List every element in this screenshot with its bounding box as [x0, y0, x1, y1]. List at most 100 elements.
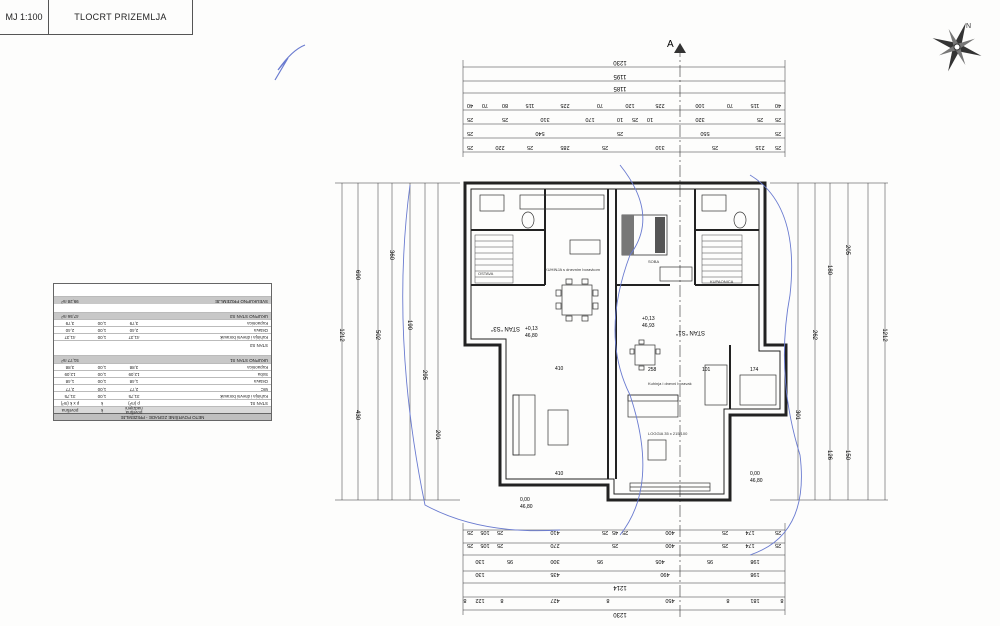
dim-label: 1230	[613, 59, 627, 65]
level-right-b: 46,93	[642, 323, 655, 329]
dim-row-top5: 25 25 310 170 10 25 10 320 25 25	[467, 116, 781, 122]
section-arrow-icon	[674, 43, 686, 53]
svg-text:95: 95	[597, 558, 603, 564]
svg-text:25: 25	[775, 116, 781, 122]
svg-text:25: 25	[527, 144, 533, 150]
svg-text:270: 270	[550, 542, 559, 548]
svg-text:1212: 1212	[881, 328, 887, 342]
dining-table-right	[629, 339, 661, 371]
svg-text:25: 25	[757, 116, 763, 122]
col-header: površina nadzijeni	[125, 405, 143, 416]
svg-text:427: 427	[550, 597, 559, 603]
ext-level-1b: 46,80	[520, 504, 533, 510]
svg-text:8: 8	[463, 597, 466, 603]
svg-text:120: 120	[625, 102, 634, 108]
handwritten-mark	[274, 44, 306, 81]
svg-text:430: 430	[354, 410, 360, 421]
svg-text:25: 25	[602, 144, 608, 150]
svg-text:25: 25	[622, 529, 628, 535]
dim-row-top6: 25 540 25 550 25	[467, 130, 781, 136]
col-unit: p (m²)	[128, 400, 140, 406]
svg-text:25: 25	[775, 529, 781, 535]
svg-text:174: 174	[745, 542, 754, 548]
svg-text:310: 310	[540, 116, 549, 122]
dim-row-bottom4: 130 435 490 198	[475, 571, 759, 577]
svg-text:130: 130	[475, 558, 484, 564]
svg-text:410: 410	[555, 471, 564, 477]
svg-text:410: 410	[555, 366, 564, 372]
svg-text:310: 310	[655, 144, 664, 150]
svg-text:540: 540	[535, 130, 544, 136]
outer-walls	[463, 181, 788, 502]
area-table-header: NETO POVRŠINE ZGRADE - PRIZEMLJE	[54, 413, 271, 420]
svg-text:KUHINJA s dnevnim boravkom: KUHINJA s dnevnim boravkom	[545, 267, 601, 272]
svg-text:105: 105	[480, 529, 489, 535]
svg-text:126: 126	[826, 450, 832, 461]
dim-row-bottom3: 130 95 300 95 405 95 198	[475, 558, 759, 564]
top-dimensions	[462, 60, 786, 157]
svg-text:10: 10	[617, 116, 623, 122]
col-header: k	[100, 408, 104, 414]
dim-col-right: 1212 205 180 262 301 126 150	[794, 245, 887, 461]
svg-text:174: 174	[750, 367, 759, 373]
ext-level-2: 0,00	[750, 471, 760, 477]
svg-text:150: 150	[844, 450, 850, 461]
svg-text:OSTAVA: OSTAVA	[478, 271, 494, 276]
svg-text:301: 301	[794, 410, 800, 421]
svg-text:1212: 1212	[338, 328, 344, 342]
svg-text:95: 95	[507, 558, 513, 564]
bottom-dimensions	[462, 523, 786, 615]
svg-text:70: 70	[727, 102, 733, 108]
window-bottom	[629, 482, 711, 492]
svg-text:502: 502	[374, 330, 380, 341]
svg-text:320: 320	[695, 116, 704, 122]
title-block: MJ 1:100 TLOCRT PRIZEMLJA	[0, 0, 193, 35]
svg-text:40: 40	[775, 102, 781, 108]
area-table-colheaders: površina nadzijeni k površina	[54, 405, 271, 416]
col-header: površina	[61, 408, 79, 414]
svg-text:25: 25	[497, 542, 503, 548]
dim-row-bottom1: 25 105 25 410 25 45 25 400 25 174 25	[467, 529, 781, 535]
svg-text:25: 25	[467, 542, 473, 548]
ext-level-1: 0,00	[520, 497, 530, 503]
svg-text:10: 10	[647, 116, 653, 122]
svg-text:262: 262	[811, 330, 817, 341]
svg-text:435: 435	[550, 571, 559, 577]
svg-text:8: 8	[500, 597, 503, 603]
svg-text:25: 25	[467, 529, 473, 535]
dim-col-left: 1212 690 430 502 360 190 295 201	[338, 250, 440, 441]
svg-text:215: 215	[755, 144, 764, 150]
level-left-b: 46,80	[525, 333, 538, 339]
dim-row-top4: 40 70 80 115 225 70 120 225 100 70 115 4…	[467, 102, 781, 108]
svg-text:70: 70	[482, 102, 488, 108]
svg-text:70: 70	[597, 102, 603, 108]
svg-text:130: 130	[475, 571, 484, 577]
svg-text:201: 201	[434, 430, 440, 441]
dim-row-bottom-last: 8 122 8 427 8 450 8 181 8	[463, 597, 783, 603]
svg-text:25: 25	[502, 116, 508, 122]
dim-label: 1185	[613, 85, 627, 91]
svg-text:101: 101	[702, 367, 711, 373]
svg-text:25: 25	[775, 542, 781, 548]
svg-text:400: 400	[665, 542, 674, 548]
svg-text:174: 174	[745, 529, 754, 535]
svg-text:LOGGIA 35 x 215/100: LOGGIA 35 x 215/100	[648, 431, 688, 436]
svg-text:258: 258	[648, 367, 657, 373]
svg-text:105: 105	[480, 542, 489, 548]
svg-text:198: 198	[750, 571, 759, 577]
level-left: +0,13	[525, 326, 538, 332]
svg-text:25: 25	[712, 144, 718, 150]
svg-text:25: 25	[497, 529, 503, 535]
col-unit: k	[100, 400, 104, 406]
svg-text:690: 690	[354, 270, 360, 281]
pen-annotations	[402, 164, 802, 556]
svg-text:25: 25	[722, 529, 728, 535]
svg-text:405: 405	[655, 558, 664, 564]
svg-text:25: 25	[467, 116, 473, 122]
svg-text:198: 198	[750, 558, 759, 564]
